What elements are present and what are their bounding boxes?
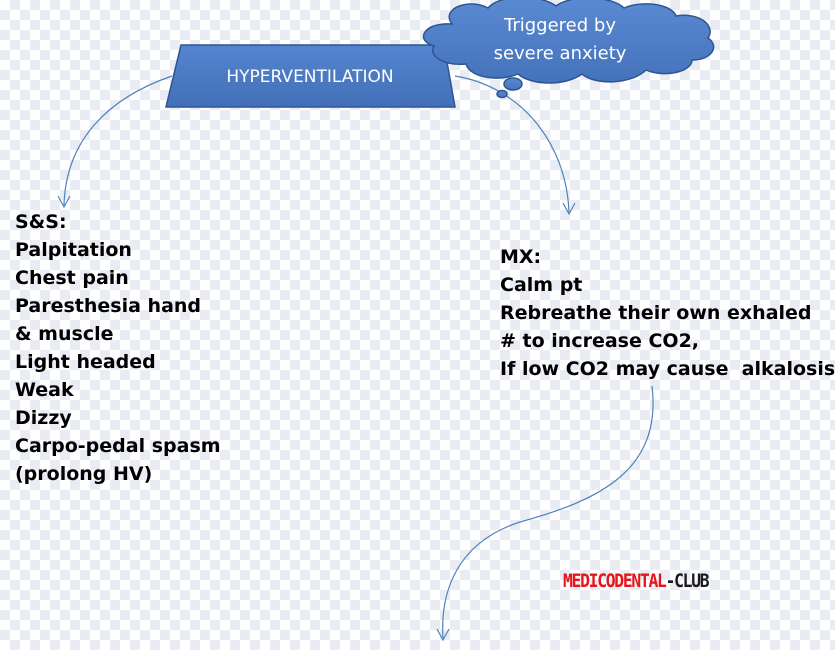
arrowhead-management <box>562 202 576 216</box>
management-item: Calm pt <box>500 274 583 296</box>
watermark-part-2: -CLUB <box>665 570 710 592</box>
title-shape: HYPERVENTILATION <box>165 44 456 108</box>
arrowhead-signs-symptoms <box>57 195 71 209</box>
arrowhead-downward <box>436 628 450 642</box>
cloud-bubble-large <box>503 77 523 91</box>
title-trapezoid <box>165 44 456 108</box>
symptom-item: Palpitation <box>15 239 132 261</box>
symptom-item: Dizzy <box>15 407 72 429</box>
connector-arrows <box>57 75 654 642</box>
arrow-downward <box>442 385 654 639</box>
watermark-part-1: MEDICODENTAL <box>563 570 667 592</box>
cloud-shape <box>422 0 715 84</box>
watermark-logo: MEDICODENTAL-CLUB <box>563 570 710 592</box>
cloud-bubble-small <box>496 89 508 99</box>
trigger-line-2: severe anxiety <box>494 43 627 64</box>
management-heading: MX: <box>500 246 542 268</box>
trigger-cloud <box>422 0 715 99</box>
management-item: # to increase CO2, <box>500 330 700 352</box>
symptom-item: & muscle <box>15 323 114 345</box>
symptom-item: Carpo-pedal spasm <box>15 435 221 457</box>
symptom-item: Light headed <box>15 351 156 373</box>
arrow-to-management <box>454 75 570 213</box>
trigger-line-1: Triggered by <box>503 15 616 36</box>
management-block: MX: Calm pt Rebreathe their own exhaled … <box>500 243 835 383</box>
title-text: HYPERVENTILATION <box>226 67 393 87</box>
management-item: If low CO2 may cause alkalosis <box>500 358 835 380</box>
symptom-item: Weak <box>15 379 74 401</box>
management-item: Rebreathe their own exhaled <box>500 302 812 324</box>
signs-symptoms-heading: S&S: <box>15 211 67 233</box>
symptom-item: Chest pain <box>15 267 129 289</box>
signs-symptoms-block: S&S: Palpitation Chest pain Paresthesia … <box>15 208 221 488</box>
symptom-item: (prolong HV) <box>15 463 153 485</box>
arrow-to-signs-symptoms <box>63 75 173 206</box>
symptom-item: Paresthesia hand <box>15 295 202 317</box>
